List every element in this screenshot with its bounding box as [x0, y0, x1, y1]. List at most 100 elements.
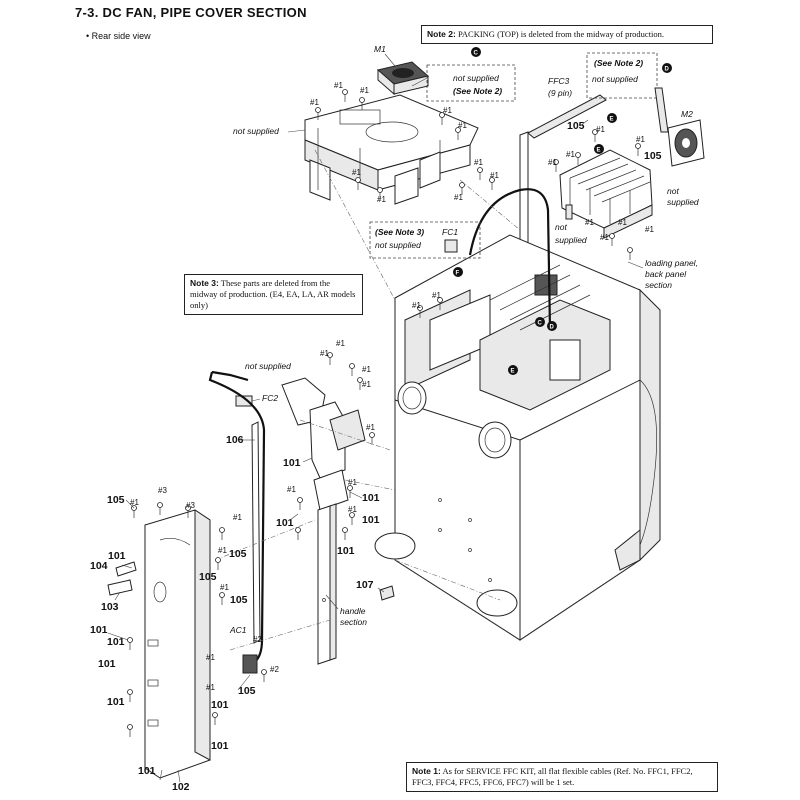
- screw-icon: [295, 527, 301, 540]
- ref-105d: 105: [229, 548, 247, 560]
- screw-icon: [357, 377, 363, 390]
- ffc3-cable: [527, 94, 607, 139]
- label-ffc3-pins: (9 pin): [548, 88, 572, 98]
- ref-105c: 105: [107, 494, 125, 506]
- label-not-supplied-2: not supplied: [592, 74, 638, 84]
- view-label: • Rear side view: [86, 31, 151, 41]
- packing-top: [654, 87, 669, 133]
- screw-icon: [212, 712, 218, 725]
- screw-icon: [553, 159, 559, 172]
- screw-icon: [439, 112, 445, 125]
- part-104: [115, 561, 137, 577]
- screw-icon: [359, 97, 365, 110]
- ref-101h: 101: [107, 636, 125, 648]
- pipe-cover-panel: [144, 509, 211, 779]
- screw-icon: [347, 485, 353, 498]
- ref-screw-1a: #1: [310, 98, 319, 107]
- fan-duct-cover: [559, 149, 653, 239]
- screw-icon: [369, 432, 375, 445]
- label-see-note2-1: (See Note 2): [453, 86, 502, 96]
- screw-icon: [127, 637, 133, 650]
- ref-101e: 101: [337, 545, 355, 557]
- label-see-note3: (See Note 3): [375, 227, 424, 237]
- handle-assembly: [281, 377, 366, 665]
- ref-103: 103: [101, 601, 119, 613]
- ref-screw-1x: #1: [362, 380, 371, 389]
- cable-main: [468, 188, 552, 331]
- screws: [127, 89, 641, 737]
- ref-screw-1ah: #1: [348, 505, 357, 514]
- ref-screw-1af: #1: [287, 485, 296, 494]
- ref-screw-3a: #3: [158, 486, 167, 495]
- screw-icon: [131, 505, 137, 518]
- screw-icon: [349, 512, 355, 525]
- fan-bracket-assembly: [304, 94, 479, 205]
- fc2-cable: [211, 370, 249, 382]
- note-3-label: Note 3:: [190, 278, 219, 288]
- label-see-note2-2: (See Note 2): [594, 58, 643, 68]
- screw-icon: [297, 497, 303, 510]
- note-2-label: Note 2:: [427, 29, 456, 39]
- label-not-supplied-3: not supplied: [375, 240, 421, 250]
- label-loading-panel-3: section: [645, 280, 672, 290]
- page-title: 7-3. DC FAN, PIPE COVER SECTION: [75, 5, 307, 20]
- circle-marker-icon: C: [471, 47, 481, 57]
- fan-m1: [376, 61, 430, 96]
- label-not-supplied-7a: not: [555, 222, 567, 232]
- screw-icon: [489, 177, 495, 190]
- leader-lines: [107, 119, 589, 783]
- ref-101j: 101: [107, 696, 125, 708]
- ref-screw-3b: #3: [186, 501, 195, 510]
- note-3-box: Note 3: These parts are deleted from the…: [184, 274, 363, 315]
- reference-numbers: 105 105 106 101 101 101 101 101 107 105 …: [90, 120, 662, 793]
- screw-icon: [127, 689, 133, 702]
- screw-icon: [417, 305, 423, 318]
- screw-labels: #1 #1 #1 #1 #1 #1 #1 #1 #1 #1 #1 #1 #1 #…: [130, 81, 654, 692]
- circle-marker-icon: D: [547, 321, 557, 331]
- circle-marker-icon: D: [662, 63, 672, 73]
- ref-ffc3: FFC3: [548, 76, 570, 86]
- circle-marker-icon: E: [607, 113, 617, 123]
- ref-101f: 101: [108, 550, 126, 562]
- svg-text:D: D: [665, 67, 670, 73]
- note-1-text: As for SERVICE FFC KIT, all flat flexibl…: [412, 766, 693, 787]
- part-107: [379, 585, 395, 601]
- ref-screw-1ag: #1: [348, 478, 357, 487]
- screw-icon: [342, 527, 348, 540]
- ref-101l: 101: [211, 740, 229, 752]
- screw-icon: [215, 557, 221, 570]
- ref-screw-1o: #1: [585, 218, 594, 227]
- screw-icon: [127, 724, 133, 737]
- ref-screw-1r: #1: [600, 233, 609, 242]
- ref-screw-1e: #1: [458, 121, 467, 130]
- screw-icon: [635, 143, 641, 156]
- screw-icon: [349, 363, 355, 376]
- circle-marker-icon: E: [508, 365, 518, 375]
- ref-105g: 105: [238, 685, 256, 697]
- ref-screw-1l: #1: [566, 150, 575, 159]
- ref-screw-1n: #1: [636, 135, 645, 144]
- note-3-text: These parts are deleted from the midway …: [190, 278, 356, 310]
- label-not-supplied-6a: not: [667, 186, 679, 196]
- screw-icon: [355, 177, 361, 190]
- ref-101a: 101: [283, 457, 301, 469]
- ref-screw-1s: #1: [432, 291, 441, 300]
- svg-text:C: C: [474, 51, 479, 57]
- ref-screw-1i: #1: [474, 158, 483, 167]
- circle-marker-icon: F: [453, 267, 463, 277]
- ref-screw-1k: #1: [596, 125, 605, 134]
- svg-text:E: E: [610, 117, 614, 123]
- ref-screw-1ad: #1: [206, 653, 215, 662]
- label-handle-section-2: section: [340, 617, 367, 627]
- ref-ac1: AC1: [229, 625, 247, 635]
- ref-102: 102: [172, 781, 190, 793]
- ref-screw-1b: #1: [334, 81, 343, 90]
- ref-101m: 101: [138, 765, 156, 777]
- circle-markers: C D E E F C D E: [453, 47, 672, 375]
- svg-text:C: C: [538, 321, 543, 327]
- screw-icon: [575, 152, 581, 165]
- ref-101b: 101: [362, 492, 380, 504]
- screw-icon: [455, 127, 461, 140]
- circle-marker-icon: E: [594, 144, 604, 154]
